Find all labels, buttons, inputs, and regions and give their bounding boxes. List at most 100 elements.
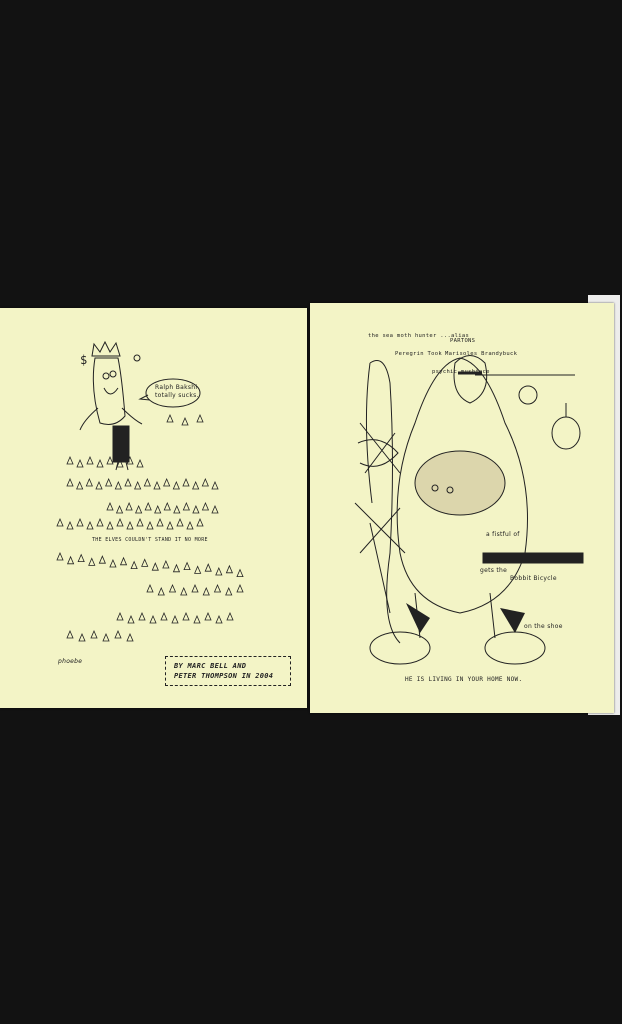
elf-tree — [96, 458, 104, 468]
credit-box: BY MARC BELL AND PETER THOMPSON IN 2004 — [165, 656, 291, 686]
bubble-line-2: totally sucks. — [155, 392, 199, 399]
elf-tree — [130, 560, 138, 569]
elf-tree — [162, 559, 170, 569]
side-note-3: Bobbit Bicycle — [510, 575, 557, 582]
elf-tree — [86, 455, 94, 465]
elf-tree — [204, 563, 212, 572]
elf-tree — [186, 520, 194, 530]
elf-tree — [56, 551, 64, 561]
elf-tree — [156, 517, 164, 527]
elf-tree — [194, 565, 202, 574]
elf-tree — [182, 477, 190, 487]
elf-tree — [109, 558, 117, 568]
elf-tree — [180, 586, 188, 596]
elf-tree — [146, 520, 154, 530]
label-peregrin: Peregrin Took — [395, 351, 442, 357]
elf-trees — [56, 413, 244, 642]
left-page: $ Ralph Bakshi totally sucks. THE ELVES … — [0, 308, 307, 708]
elf-tree — [168, 583, 177, 593]
elf-tree — [196, 517, 204, 527]
side-note-2: gets the — [480, 567, 508, 574]
elf-tree — [135, 504, 143, 514]
elf-tree — [196, 413, 204, 423]
elf-tree — [163, 477, 171, 487]
elf-tree — [105, 477, 113, 487]
elf-tree — [96, 517, 104, 527]
label-partons: PARTONS — [450, 338, 476, 344]
elf-tree — [77, 553, 85, 562]
elf-tree — [134, 480, 142, 490]
elf-tree — [173, 504, 181, 514]
elf-tree — [116, 458, 124, 468]
side-note-1: a fistful of — [486, 531, 520, 538]
elf-tree — [226, 611, 234, 621]
elf-tree — [143, 477, 151, 487]
left-caption: THE ELVES COULDN'T STAND IT NO MORE — [92, 537, 208, 543]
side-note-4: on the shoe — [524, 623, 563, 630]
elf-tree — [157, 586, 165, 596]
crown-drawing — [91, 340, 121, 357]
label-marisoles: Marisoles Brandybuck — [445, 351, 518, 357]
elf-tree — [202, 586, 210, 596]
elf-tree — [127, 614, 135, 624]
elf-tree — [201, 501, 210, 511]
elf-tree — [192, 504, 200, 514]
elf-tree — [176, 517, 184, 527]
signature: phoebe — [58, 658, 83, 665]
elf-tree — [66, 629, 74, 639]
speech-bubble — [145, 378, 201, 408]
elf-tree — [172, 563, 181, 573]
elf-tree — [106, 520, 114, 530]
right-caption: HE IS LIVING IN YOUR HOME NOW. — [405, 676, 523, 683]
elf-tree — [119, 556, 128, 566]
elf-tree — [215, 566, 223, 576]
elf-tree — [78, 632, 86, 642]
elf-tree — [106, 455, 114, 465]
elf-tree — [114, 629, 122, 639]
elf-tree — [76, 458, 84, 468]
elf-tree — [149, 614, 157, 624]
elf-tree — [201, 477, 209, 487]
elf-tree — [66, 520, 74, 530]
elf-tree — [136, 517, 144, 527]
elf-tree — [95, 480, 103, 490]
elf-tree — [166, 520, 174, 530]
elf-tree — [191, 583, 199, 593]
elf-tree — [182, 501, 190, 511]
elf-tree — [126, 520, 134, 530]
elf-tree — [66, 477, 74, 487]
title: the sea moth hunter ...alias — [368, 333, 470, 339]
elf-tree — [225, 564, 234, 574]
right-illustration — [354, 355, 584, 665]
elf-tree — [182, 611, 190, 621]
elf-tree — [106, 501, 114, 511]
elf-tree — [125, 501, 133, 511]
elf-tree — [181, 416, 189, 426]
elf-tree — [124, 477, 132, 487]
left-illustration: $ — [56, 340, 244, 642]
elf-tree — [160, 611, 168, 621]
elf-tree — [115, 504, 124, 514]
elf-tree — [126, 455, 134, 465]
elf-tree — [215, 614, 223, 624]
elf-tree — [236, 583, 244, 593]
elf-tree — [98, 555, 106, 564]
elf-tree — [236, 568, 244, 577]
creature-body — [396, 357, 528, 614]
elf-tree — [204, 611, 212, 621]
elf-tree — [166, 413, 174, 423]
elf-tree — [90, 629, 98, 639]
elf-tree — [153, 480, 161, 490]
elf-tree — [114, 480, 122, 490]
elf-tree — [86, 520, 94, 530]
elf-tree — [76, 517, 84, 527]
credit-line-2: PETER THOMPSON IN 2004 — [174, 672, 274, 680]
elf-tree — [88, 557, 96, 566]
elf-tree — [116, 517, 124, 527]
right-page: the sea moth hunter ...alias PARTONS Per… — [310, 303, 614, 713]
elf-tree — [211, 504, 219, 514]
elf-tree — [141, 558, 149, 567]
credit-line-1: BY MARC BELL AND — [174, 662, 247, 670]
label-mushface: psychic mushface — [432, 369, 490, 375]
elf-tree — [102, 632, 110, 642]
